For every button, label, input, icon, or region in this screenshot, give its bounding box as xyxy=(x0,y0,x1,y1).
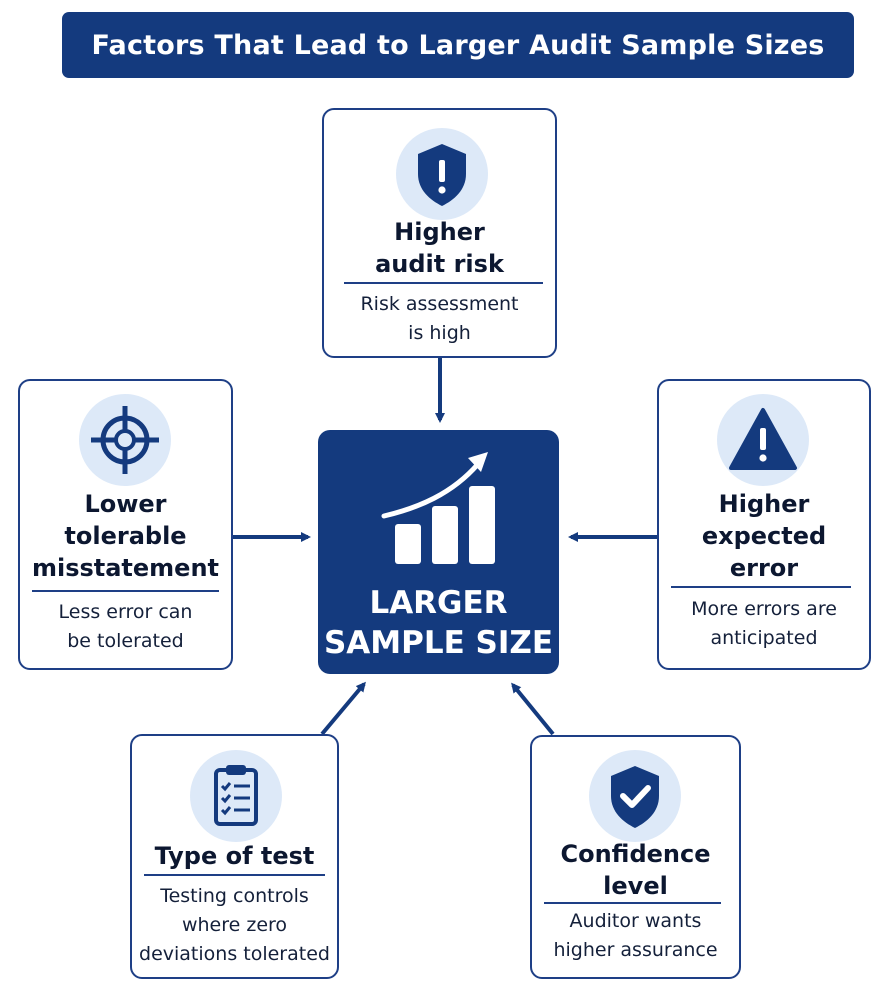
factor-desc-line: Testing controls xyxy=(160,885,309,907)
factor-card-expected-error: Higher expected error More errors are an… xyxy=(657,379,871,670)
factor-card-audit-risk: Higher audit risk Risk assessment is hig… xyxy=(322,108,557,358)
factor-desc-line: Auditor wants xyxy=(569,910,702,932)
factor-title-line: audit risk xyxy=(375,250,504,278)
divider xyxy=(544,902,721,904)
factor-title-line: misstatement xyxy=(31,554,220,582)
factor-desc-line: Risk assessment xyxy=(360,293,519,315)
divider xyxy=(344,282,543,284)
factor-card-tolerable-misstatement: Lower tolerable misstatement Less error … xyxy=(18,379,233,670)
growth-chart-icon xyxy=(381,452,495,564)
factor-card-type-of-test: Type of test Testing controls where zero… xyxy=(130,734,339,979)
center-label-line: LARGER xyxy=(369,585,508,621)
factor-title-line: tolerable xyxy=(64,522,187,550)
factor-desc-line: anticipated xyxy=(710,627,818,649)
factor-title-line: Lower xyxy=(84,490,167,518)
shield-check-icon xyxy=(589,750,681,842)
center-box-larger-sample-size: LARGER SAMPLE SIZE xyxy=(318,430,559,674)
divider xyxy=(144,874,325,876)
factor-title-line: error xyxy=(729,554,799,582)
factor-title-line: expected xyxy=(701,522,827,550)
factor-desc-line: More errors are xyxy=(691,598,837,620)
checklist-clipboard-icon xyxy=(190,750,282,842)
factor-title-line: Confidence xyxy=(560,840,711,868)
factor-title-line: Higher xyxy=(394,218,485,246)
divider xyxy=(671,586,851,588)
divider xyxy=(32,590,219,592)
factor-desc-line: is high xyxy=(408,322,471,344)
shield-exclamation-icon xyxy=(396,128,488,220)
target-crosshair-icon xyxy=(79,394,171,486)
warning-triangle-icon xyxy=(717,394,809,486)
factor-desc-line: be tolerated xyxy=(67,630,184,652)
factor-title-line: level xyxy=(603,872,668,900)
center-label-line: SAMPLE SIZE xyxy=(323,625,554,661)
factor-desc-line: Less error can xyxy=(58,601,193,623)
factor-desc-line: where zero xyxy=(181,914,288,936)
factor-desc-line: higher assurance xyxy=(553,939,718,961)
arrow-bottom-right xyxy=(511,682,555,736)
arrow-bottom-left xyxy=(320,681,366,736)
factor-desc-line: deviations tolerated xyxy=(139,943,330,965)
factor-card-confidence-level: Confidence level Auditor wants higher as… xyxy=(530,735,741,979)
factor-title-line: Type of test xyxy=(154,842,315,870)
title-banner: Factors That Lead to Larger Audit Sample… xyxy=(62,12,854,78)
page-title: Factors That Lead to Larger Audit Sample… xyxy=(91,29,825,61)
factor-title-line: Higher xyxy=(718,490,810,518)
